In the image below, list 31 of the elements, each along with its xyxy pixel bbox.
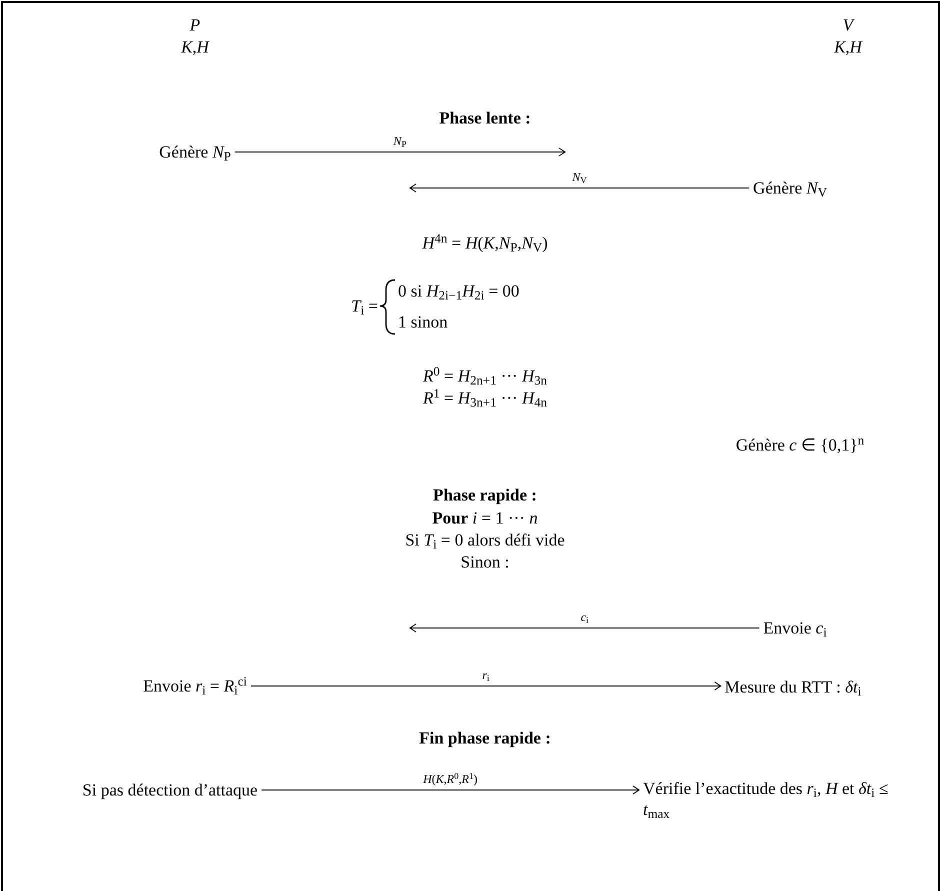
step-text: Génère N$_{V}$ bbox=[753, 177, 827, 199]
parameter-text: K,H bbox=[834, 36, 862, 58]
step-text: Envoie c$_{i}$ bbox=[763, 617, 827, 639]
step-text: Vérifie l’exactitude des r$_{i}$, H et δt$_{i}$ ≤ t$_{max}$ bbox=[643, 778, 905, 820]
loop-text: Pour i = 1 ··· n bbox=[432, 507, 538, 529]
arrow bbox=[234, 148, 566, 156]
column-header: V bbox=[842, 14, 854, 36]
formula: T$_{i}$ = bbox=[351, 295, 378, 317]
formula: R$^{0}$ = H$_{2n+1}$ ··· H$_{3n}$ bbox=[423, 365, 547, 387]
phase-heading: Fin phase rapide : bbox=[419, 727, 551, 749]
step-text: Si pas détection d’attaque bbox=[82, 779, 258, 801]
phase-heading: Phase rapide : bbox=[433, 484, 537, 506]
condition-text: Si T$_{i}$ = 0 alors défi vide bbox=[405, 529, 565, 551]
edge-label: N$_{P}$ bbox=[391, 135, 408, 147]
formula: 0 si H$_{2i−1}$H$_{2i}$ = 00 bbox=[398, 280, 520, 302]
step-text: Génère c ∈ {0,1}$^{n}$ bbox=[736, 434, 864, 456]
formula: R$^{1}$ = H$_{3n+1}$ ··· H$_{4n}$ bbox=[423, 387, 547, 409]
step-text: Mesure du RTT : δt$_{i}$ bbox=[724, 676, 862, 698]
arrow bbox=[410, 184, 750, 192]
edge-label: H(K,R$^{0}$,R$^{1}$) bbox=[421, 773, 480, 785]
phase-heading: Phase lente : bbox=[439, 107, 531, 129]
condition-text: Sinon : bbox=[460, 551, 510, 573]
arrow bbox=[261, 786, 640, 794]
formula: 1 sinon bbox=[398, 311, 448, 333]
column-header: P bbox=[190, 14, 200, 36]
arrow bbox=[250, 682, 722, 690]
formula: H$^{4n}$ = H(K,N$_{P}$,N$_{V}$) bbox=[422, 232, 548, 254]
step-text: Génère N$_{P}$ bbox=[159, 141, 231, 163]
arrow bbox=[410, 624, 760, 632]
edge-label: N$_{V}$ bbox=[570, 171, 589, 183]
parameter-text: K,H bbox=[181, 36, 209, 58]
